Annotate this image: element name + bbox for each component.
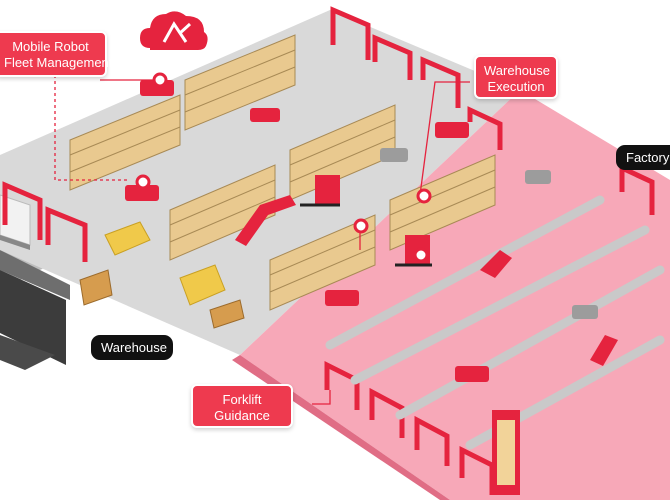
mobile-robot-line1: Mobile Robot xyxy=(12,39,89,54)
warehouse-execution-line2: Execution xyxy=(487,79,545,94)
mobile-robot-line2: Fleet Management xyxy=(4,55,113,70)
factory-label-text: Factory xyxy=(626,150,670,165)
dock-doors-top xyxy=(330,6,655,215)
warehouse-label-text: Warehouse xyxy=(101,340,167,355)
warehouse-label: Warehouse xyxy=(91,335,173,360)
forklift-guidance-line1: Forklift xyxy=(222,392,262,407)
conveyors xyxy=(325,195,665,450)
warehouse-execution-label: Warehouse Execution xyxy=(474,55,558,99)
factory-label: Factory xyxy=(616,145,670,170)
mobile-robot-fleet-label: Mobile Robot Fleet Management xyxy=(0,31,113,77)
forklift-guidance-line2: Guidance xyxy=(214,408,270,423)
dock-doors-bottom xyxy=(324,360,495,495)
forklift-guidance-label: Forklift Guidance xyxy=(191,384,293,428)
dock-doors-left xyxy=(2,181,88,262)
marker-lines xyxy=(54,75,470,405)
vertical-lift xyxy=(492,410,520,495)
warehouse-execution-line1: Warehouse xyxy=(484,63,550,78)
robot-arms xyxy=(235,195,618,366)
cloud-logo-icon xyxy=(140,11,208,50)
pallet-stacks xyxy=(79,221,245,329)
mobile-robots xyxy=(125,80,598,382)
location-pins xyxy=(135,72,432,263)
shelving-racks xyxy=(69,34,496,311)
